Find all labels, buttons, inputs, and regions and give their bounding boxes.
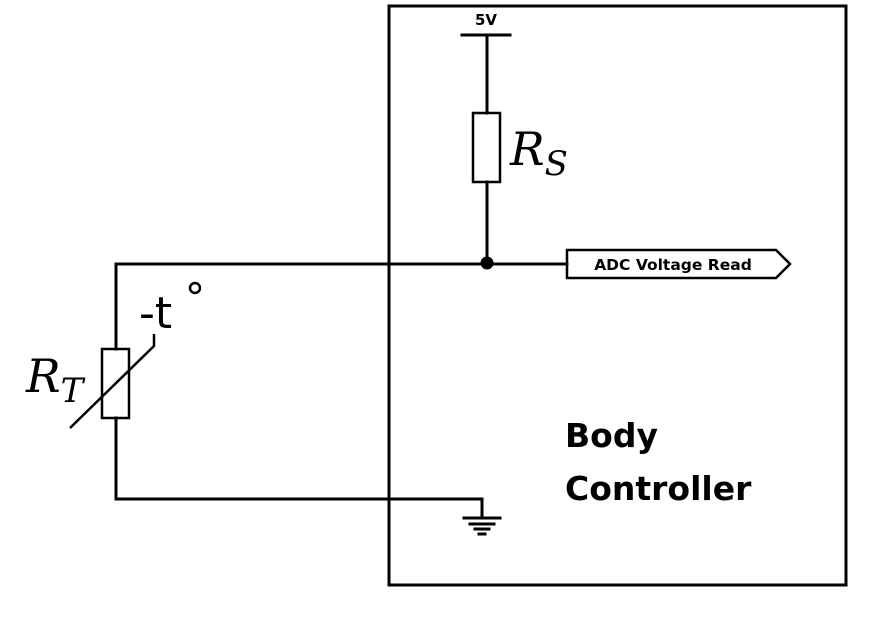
- thermistor-slash: [69, 334, 156, 429]
- thermistor-rt-label: RT: [25, 349, 86, 411]
- rt-symbol: R: [25, 349, 61, 403]
- resistor-rs: [471, 111, 502, 184]
- rt-subscript: T: [61, 371, 86, 411]
- wire-ground-return: [114, 497, 484, 520]
- supply-voltage-label: 5V: [475, 11, 497, 29]
- resistor-rs-label: RS: [509, 122, 568, 184]
- body-controller-box: [387, 4, 848, 587]
- adc-port-label: ADC Voltage Read: [594, 256, 752, 274]
- ground-icon: [462, 516, 502, 536]
- degree-symbol-icon: [188, 281, 202, 295]
- thermistor-ntc-label: -t: [139, 288, 172, 339]
- rs-symbol: R: [509, 122, 545, 176]
- rs-subscript: S: [545, 144, 568, 184]
- ntc-minus-t: -t: [139, 288, 172, 339]
- adc-voltage-read-port: [565, 248, 792, 280]
- controller-label-line2: Controller: [565, 469, 752, 508]
- controller-label-line1: Body: [565, 416, 658, 455]
